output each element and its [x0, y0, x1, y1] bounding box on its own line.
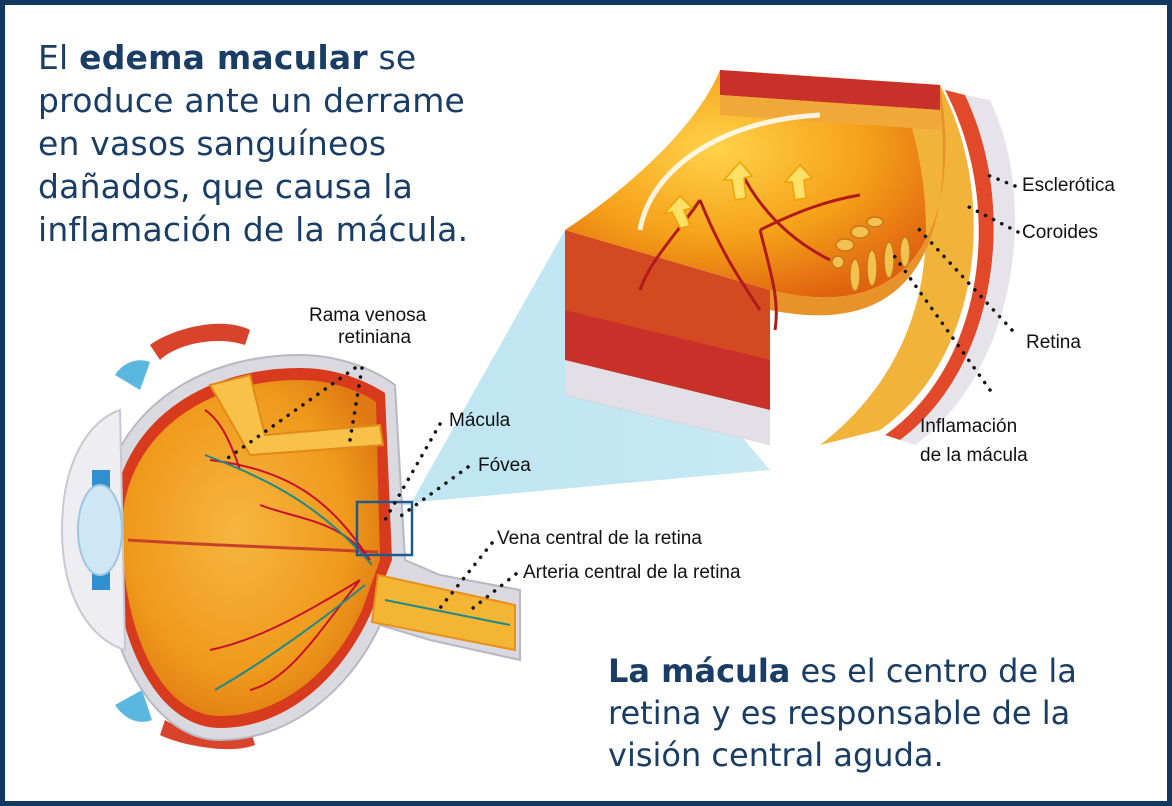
label-retina: Retina — [1026, 332, 1081, 353]
intro-rest: se produce ante un derrame en vasos sang… — [38, 38, 469, 249]
label-esclerotica: Esclerótica — [1022, 175, 1115, 196]
lens — [77, 484, 123, 576]
retinal-vessels — [204, 409, 371, 691]
vitreous-body — [122, 380, 380, 716]
macula-note-bold: La mácula — [608, 652, 791, 690]
leader-lines — [223, 172, 1020, 614]
fluid-leak-arrow-icon — [661, 160, 814, 229]
label-inflamacion-line2: de la mácula — [920, 445, 1028, 466]
label-macula: Mácula — [449, 410, 511, 431]
macula-note: La mácula es el centro de la retina y es… — [608, 650, 1148, 776]
intro-bold-term: edema macular — [79, 38, 368, 77]
tissue-vessels — [638, 169, 861, 331]
intro-text: El edema macular se produce ante un derr… — [38, 36, 498, 251]
label-rama-venosa-line1: Rama venosa — [309, 305, 427, 326]
macula-highlight-box — [355, 500, 414, 557]
upper-muscle — [150, 323, 250, 360]
tissue-block-illustration — [565, 70, 1015, 445]
macula-note-rest: es el centro de la retina y es responsab… — [608, 652, 1077, 774]
label-vena-central: Vena central de la retina — [497, 528, 702, 549]
label-fovea: Fóvea — [478, 455, 531, 476]
label-arteria-central: Arteria central de la retina — [523, 562, 741, 583]
eye-illustration — [60, 323, 521, 750]
macular-swelling — [831, 216, 911, 292]
label-rama-venosa: Rama venosa retiniana — [309, 305, 426, 349]
label-coroides: Coroides — [1022, 222, 1099, 243]
label-inflamacion-line1: Inflamación — [920, 416, 1018, 437]
label-rama-venosa-line2: retiniana — [338, 327, 412, 348]
label-inflamacion: Inflamación de la mácula — [920, 412, 1028, 470]
intro-prefix: El — [38, 38, 80, 77]
